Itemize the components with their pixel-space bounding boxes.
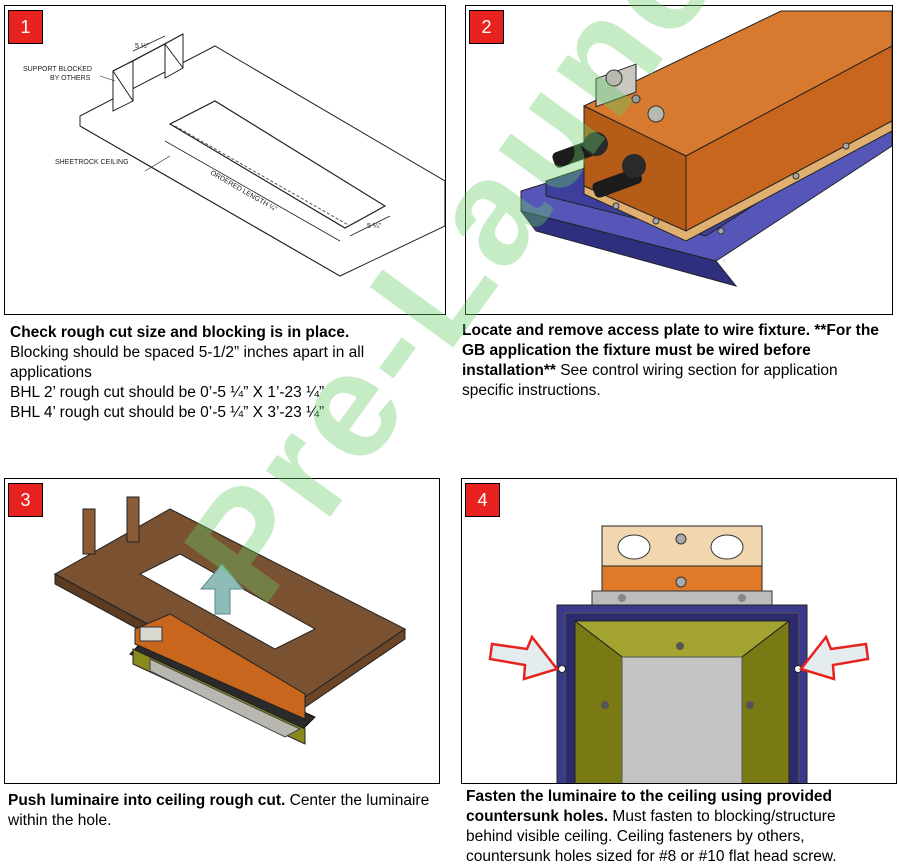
step-1-drawing: SUPPORT BLOCKED BY OTHERS SHEETROCK CEIL… bbox=[23, 33, 445, 277]
step-2-heading: Locate and remove access plate to wire f… bbox=[462, 322, 879, 379]
step-2-panel: 2 bbox=[465, 5, 893, 315]
step-4-number: 4 bbox=[465, 483, 500, 517]
step-3-text: Center the luminaire within the hole. bbox=[8, 792, 430, 829]
step-4-text: Must fasten to blocking/structure behind… bbox=[466, 808, 837, 865]
step-3-drawing bbox=[53, 496, 406, 745]
dimension-right: 5 ¼” bbox=[367, 223, 382, 230]
step-1-panel: 1 SUPPORT BLOCKED BY OTHERS SHEETROCK CE… bbox=[4, 5, 446, 315]
step-2-caption: Locate and remove access plate to wire f… bbox=[462, 321, 887, 401]
step-4-drawing bbox=[488, 525, 870, 783]
step-4-panel: 4 bbox=[461, 478, 897, 784]
step-1-caption: Check rough cut size and blocking is in … bbox=[10, 323, 440, 423]
step-2-drawing bbox=[519, 10, 892, 287]
left-arrow-icon bbox=[488, 634, 560, 681]
step-1-line-3: BHL 4’ rough cut should be 0’-5 ¼” X 3’-… bbox=[10, 404, 325, 421]
step-3-caption: Push luminaire into ceiling rough cut. C… bbox=[8, 791, 438, 831]
dimension-top: 5 ½” bbox=[135, 42, 150, 50]
step-2-text: See control wiring section for applicati… bbox=[462, 362, 838, 399]
support-label: SUPPORT BLOCKED bbox=[23, 66, 92, 73]
support-label-2: BY OTHERS bbox=[50, 75, 91, 82]
step-3-panel: 3 bbox=[4, 478, 440, 784]
step-1-line-2: BHL 2’ rough cut should be 0’-5 ¼” X 1’-… bbox=[10, 384, 325, 401]
step-1-number: 1 bbox=[8, 10, 43, 44]
sheetrock-label: SHEETROCK CEILING bbox=[55, 159, 129, 166]
step-3-number: 3 bbox=[8, 483, 43, 517]
step-1-heading: Check rough cut size and blocking is in … bbox=[10, 324, 350, 341]
right-arrow-icon bbox=[798, 634, 870, 681]
step-3-heading: Push luminaire into ceiling rough cut. bbox=[8, 792, 286, 809]
step-4-caption: Fasten the luminaire to the ceiling usin… bbox=[466, 787, 871, 867]
step-1-line-1: Blocking should be spaced 5-1/2” inches … bbox=[10, 344, 365, 381]
step-2-number: 2 bbox=[469, 10, 504, 44]
step-4-heading: Fasten the luminaire to the ceiling usin… bbox=[466, 788, 833, 825]
